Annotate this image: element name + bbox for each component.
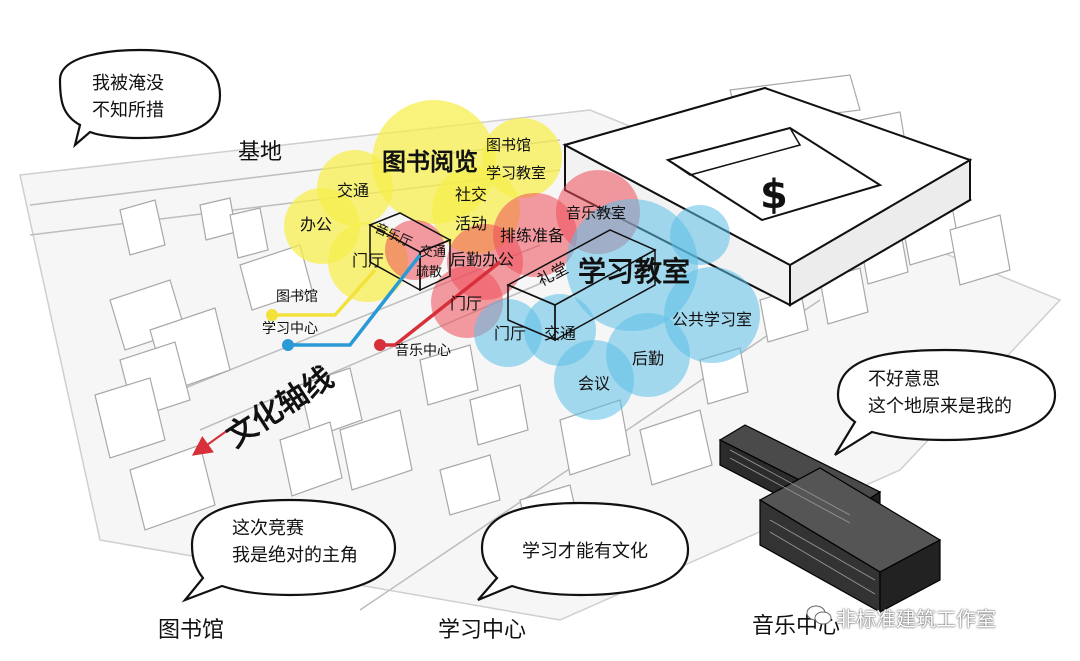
bubble-bottom-left-line-1: 这次竞赛 xyxy=(232,518,304,539)
public-study-label: 公共学习室 xyxy=(672,310,753,329)
speech-bubble-bottom-left xyxy=(181,498,397,603)
caption-library: 图书馆 xyxy=(158,618,225,643)
library-reading-label: 图书阅览 xyxy=(382,148,478,176)
watermark: 非标准建筑工作室 xyxy=(836,607,996,631)
bubble-top-left-line-2: 不知所措 xyxy=(92,100,164,121)
rehearsal-label: 排练准备 xyxy=(500,226,565,245)
bubble-right-line-2: 这个地原来是我的 xyxy=(868,396,1012,417)
concert-hall-block xyxy=(368,212,452,292)
speech-bubble-right xyxy=(834,348,1057,456)
hall-label: 门厅 xyxy=(352,251,385,270)
traffic-label: 交通 xyxy=(337,181,370,200)
study-room-label: 学习教室 xyxy=(486,164,547,182)
evacuation-label: 疏散 xyxy=(416,265,443,280)
bubble-top-left-text: 我被淹没 不知所措 xyxy=(92,70,164,124)
bubble-bottom-center-line-1: 学习才能有文化 xyxy=(522,541,648,562)
bubble-bottom-center-text: 学习才能有文化 xyxy=(522,538,648,565)
line-study-label: 学习中心 xyxy=(262,321,318,337)
bubble-bottom-left-text: 这次竞赛 我是绝对的主角 xyxy=(232,515,358,569)
logistics-label: 后勤 xyxy=(632,349,665,368)
library-label: 图书馆 xyxy=(486,136,532,154)
social-label: 社交 xyxy=(455,185,488,204)
wechat-icon xyxy=(806,604,832,626)
line-library-label: 图书馆 xyxy=(276,289,318,305)
music-center-building xyxy=(718,424,942,614)
traffic-blue-label: 交通 xyxy=(544,324,577,343)
arrow-icon xyxy=(191,429,229,456)
bubble-bottom-left-line-2: 我是绝对的主角 xyxy=(232,545,358,566)
music-classroom-label: 音乐教室 xyxy=(566,204,627,222)
activity-label: 活动 xyxy=(455,214,488,233)
logistics-office-label: 后勤办公 xyxy=(450,250,515,269)
blue-zone xyxy=(474,199,760,420)
bubble-right-text: 不好意思 这个地原来是我的 xyxy=(868,366,1012,420)
line-dots xyxy=(266,309,386,351)
auditorium-block xyxy=(506,229,657,342)
traffic-inner-label: 交通 xyxy=(420,245,447,260)
line-music-label: 音乐中心 xyxy=(395,343,451,359)
speech-bubble-top-left xyxy=(58,48,222,149)
bubble-right-line-1: 不好意思 xyxy=(868,369,940,390)
hall-blue-label: 门厅 xyxy=(494,324,527,343)
dollar-icon: $ xyxy=(760,172,788,218)
hall-red-label: 门厅 xyxy=(450,294,483,313)
meeting-label: 会议 xyxy=(578,374,611,393)
study-classroom-big-label: 学习教室 xyxy=(578,255,691,288)
bubble-top-left-line-1: 我被淹没 xyxy=(92,73,164,94)
office-label: 办公 xyxy=(300,215,333,234)
speech-bubble-bottom-center xyxy=(477,501,690,602)
caption-study-center: 学习中心 xyxy=(438,618,527,643)
site-label: 基地 xyxy=(238,140,283,165)
